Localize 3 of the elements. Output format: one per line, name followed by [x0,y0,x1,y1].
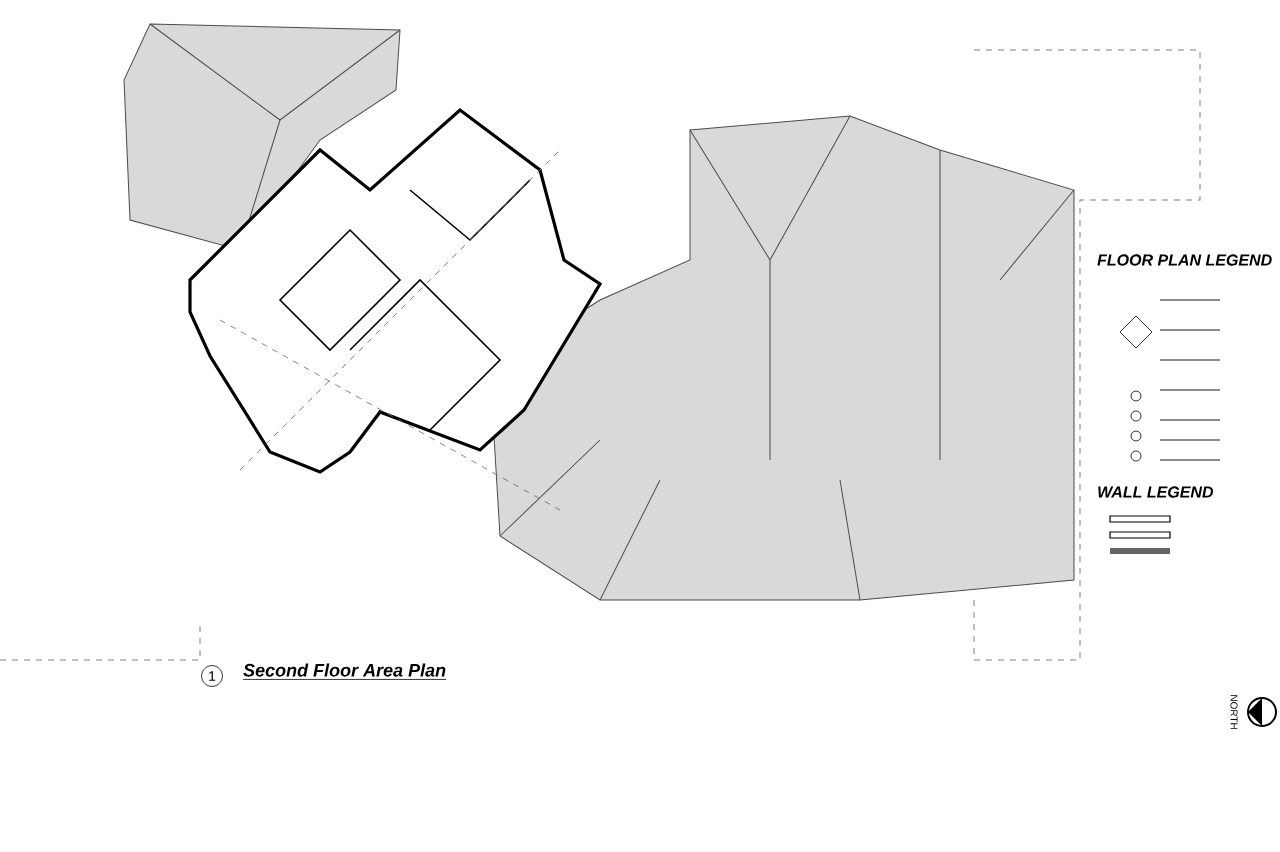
legend-heading: FLOOR PLAN LEGEND [1097,254,1272,266]
plan-title: Second Floor Area Plan [242,663,447,680]
legend-heading: WALL LEGEND [1098,486,1214,498]
